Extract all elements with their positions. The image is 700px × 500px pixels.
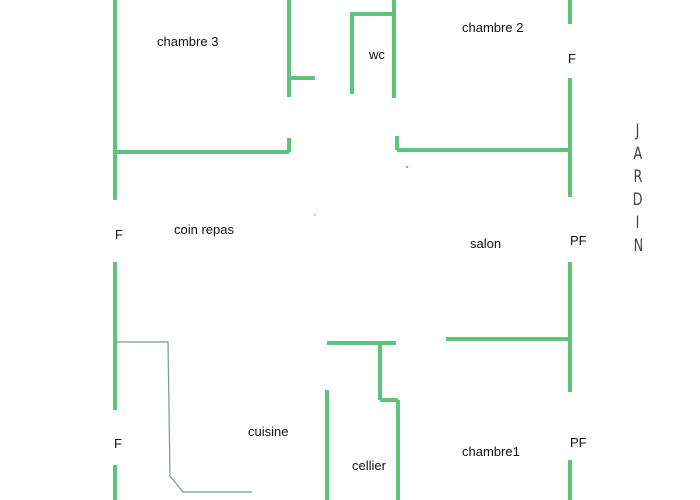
window-label-left-middle: F	[115, 227, 123, 242]
french-door-label-right-middle: PF	[570, 233, 587, 248]
pencil-mark	[406, 166, 408, 168]
french-door-label-right-bottom: PF	[570, 435, 587, 450]
kitchen-counter-outline	[115, 341, 252, 493]
garden-letter: N	[633, 236, 643, 256]
label-chambre3: chambre 3	[157, 34, 219, 49]
garden-letter: A	[633, 144, 643, 164]
window-label-left-bottom: F	[114, 436, 122, 451]
window-label-top-right: F	[568, 51, 576, 66]
garden-letter: R	[633, 167, 643, 187]
garden-label: J A R D I N	[626, 120, 650, 258]
garden-letter: D	[633, 190, 643, 210]
label-chambre2: chambre 2	[462, 20, 524, 35]
label-cuisine: cuisine	[248, 424, 289, 439]
label-salon: salon	[470, 236, 502, 251]
label-coin-repas: coin repas	[174, 222, 234, 237]
label-wc: wc	[369, 47, 385, 62]
garden-letter: I	[636, 213, 640, 233]
label-chambre1: chambre1	[462, 444, 520, 459]
garden-letter: J	[636, 121, 640, 141]
label-cellier: cellier	[352, 458, 386, 473]
pencil-dot	[314, 214, 316, 216]
